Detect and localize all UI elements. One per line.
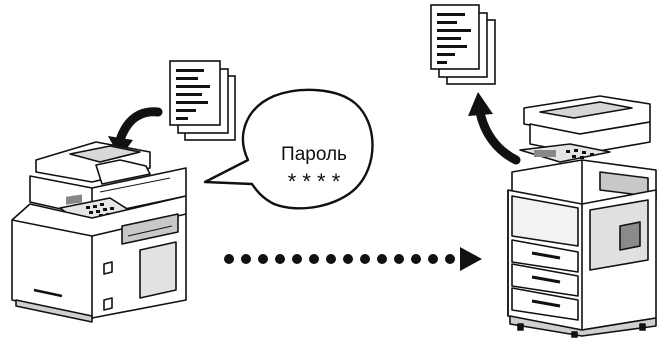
- password-speech-bubble: [203, 88, 374, 210]
- document-stack-right-icon: [430, 4, 496, 85]
- source-mfp-printer-icon: [11, 141, 187, 323]
- document-stack-left-icon: [169, 60, 236, 141]
- password-label: Пароль: [281, 144, 347, 165]
- masked-password: * * * *: [288, 169, 341, 194]
- output-arrow-icon: [468, 92, 521, 165]
- target-office-copier-icon: [507, 95, 657, 338]
- transfer-dotted-arrow-icon: [224, 247, 482, 271]
